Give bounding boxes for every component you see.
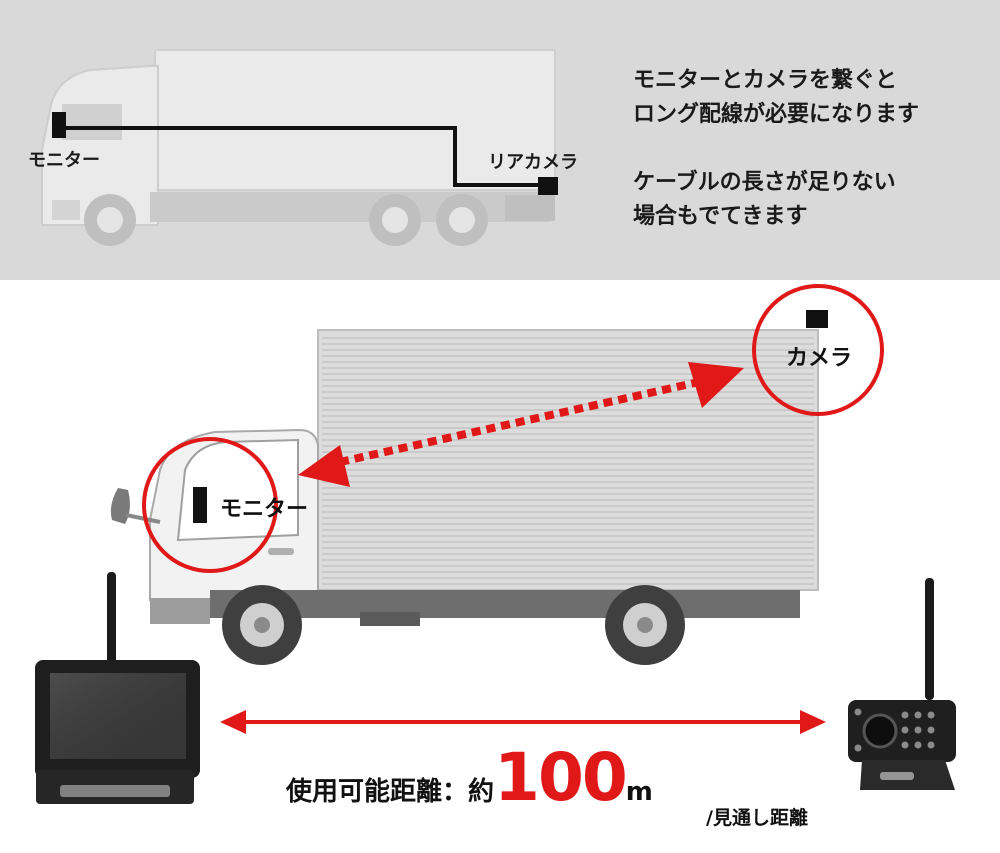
bottom-monitor-label: モニター bbox=[220, 497, 309, 522]
top-monitor-marker bbox=[52, 112, 66, 138]
note-line-1a: モニターとカメラを繋ぐと bbox=[633, 68, 898, 93]
range-prefix: 使用可能距離：約 bbox=[286, 777, 495, 807]
range-note: /見通し距離 bbox=[706, 807, 808, 829]
monitor-highlight-circle bbox=[142, 437, 278, 573]
bottom-camera-label: カメラ bbox=[786, 346, 853, 371]
note-line-1b: ロング配線が必要になります bbox=[633, 102, 920, 127]
bottom-camera-marker bbox=[806, 310, 828, 328]
top-rear-camera-label: リアカメラ bbox=[488, 152, 578, 173]
box-truck-illustration bbox=[110, 329, 819, 665]
camera-highlight-circle bbox=[752, 284, 884, 416]
top-monitor-label: モニター bbox=[28, 150, 100, 171]
top-rear-camera-marker bbox=[538, 177, 558, 195]
long-cable-route bbox=[60, 126, 545, 187]
range-unit: m bbox=[625, 777, 653, 807]
range-arrow bbox=[220, 710, 826, 734]
wireless-camera-product bbox=[848, 578, 956, 790]
range-value: 100 bbox=[494, 739, 628, 816]
wireless-monitor-product bbox=[35, 572, 200, 804]
usable-range: 使用可能距離：約100m bbox=[286, 745, 653, 811]
note-line-2a: ケーブルの長さが足りない bbox=[633, 170, 896, 195]
bottom-monitor-marker bbox=[193, 487, 207, 523]
note-line-2b: 場合もでてきます bbox=[633, 204, 808, 229]
wireless-link-arrow bbox=[298, 362, 744, 487]
large-truck-illustration bbox=[41, 49, 556, 246]
